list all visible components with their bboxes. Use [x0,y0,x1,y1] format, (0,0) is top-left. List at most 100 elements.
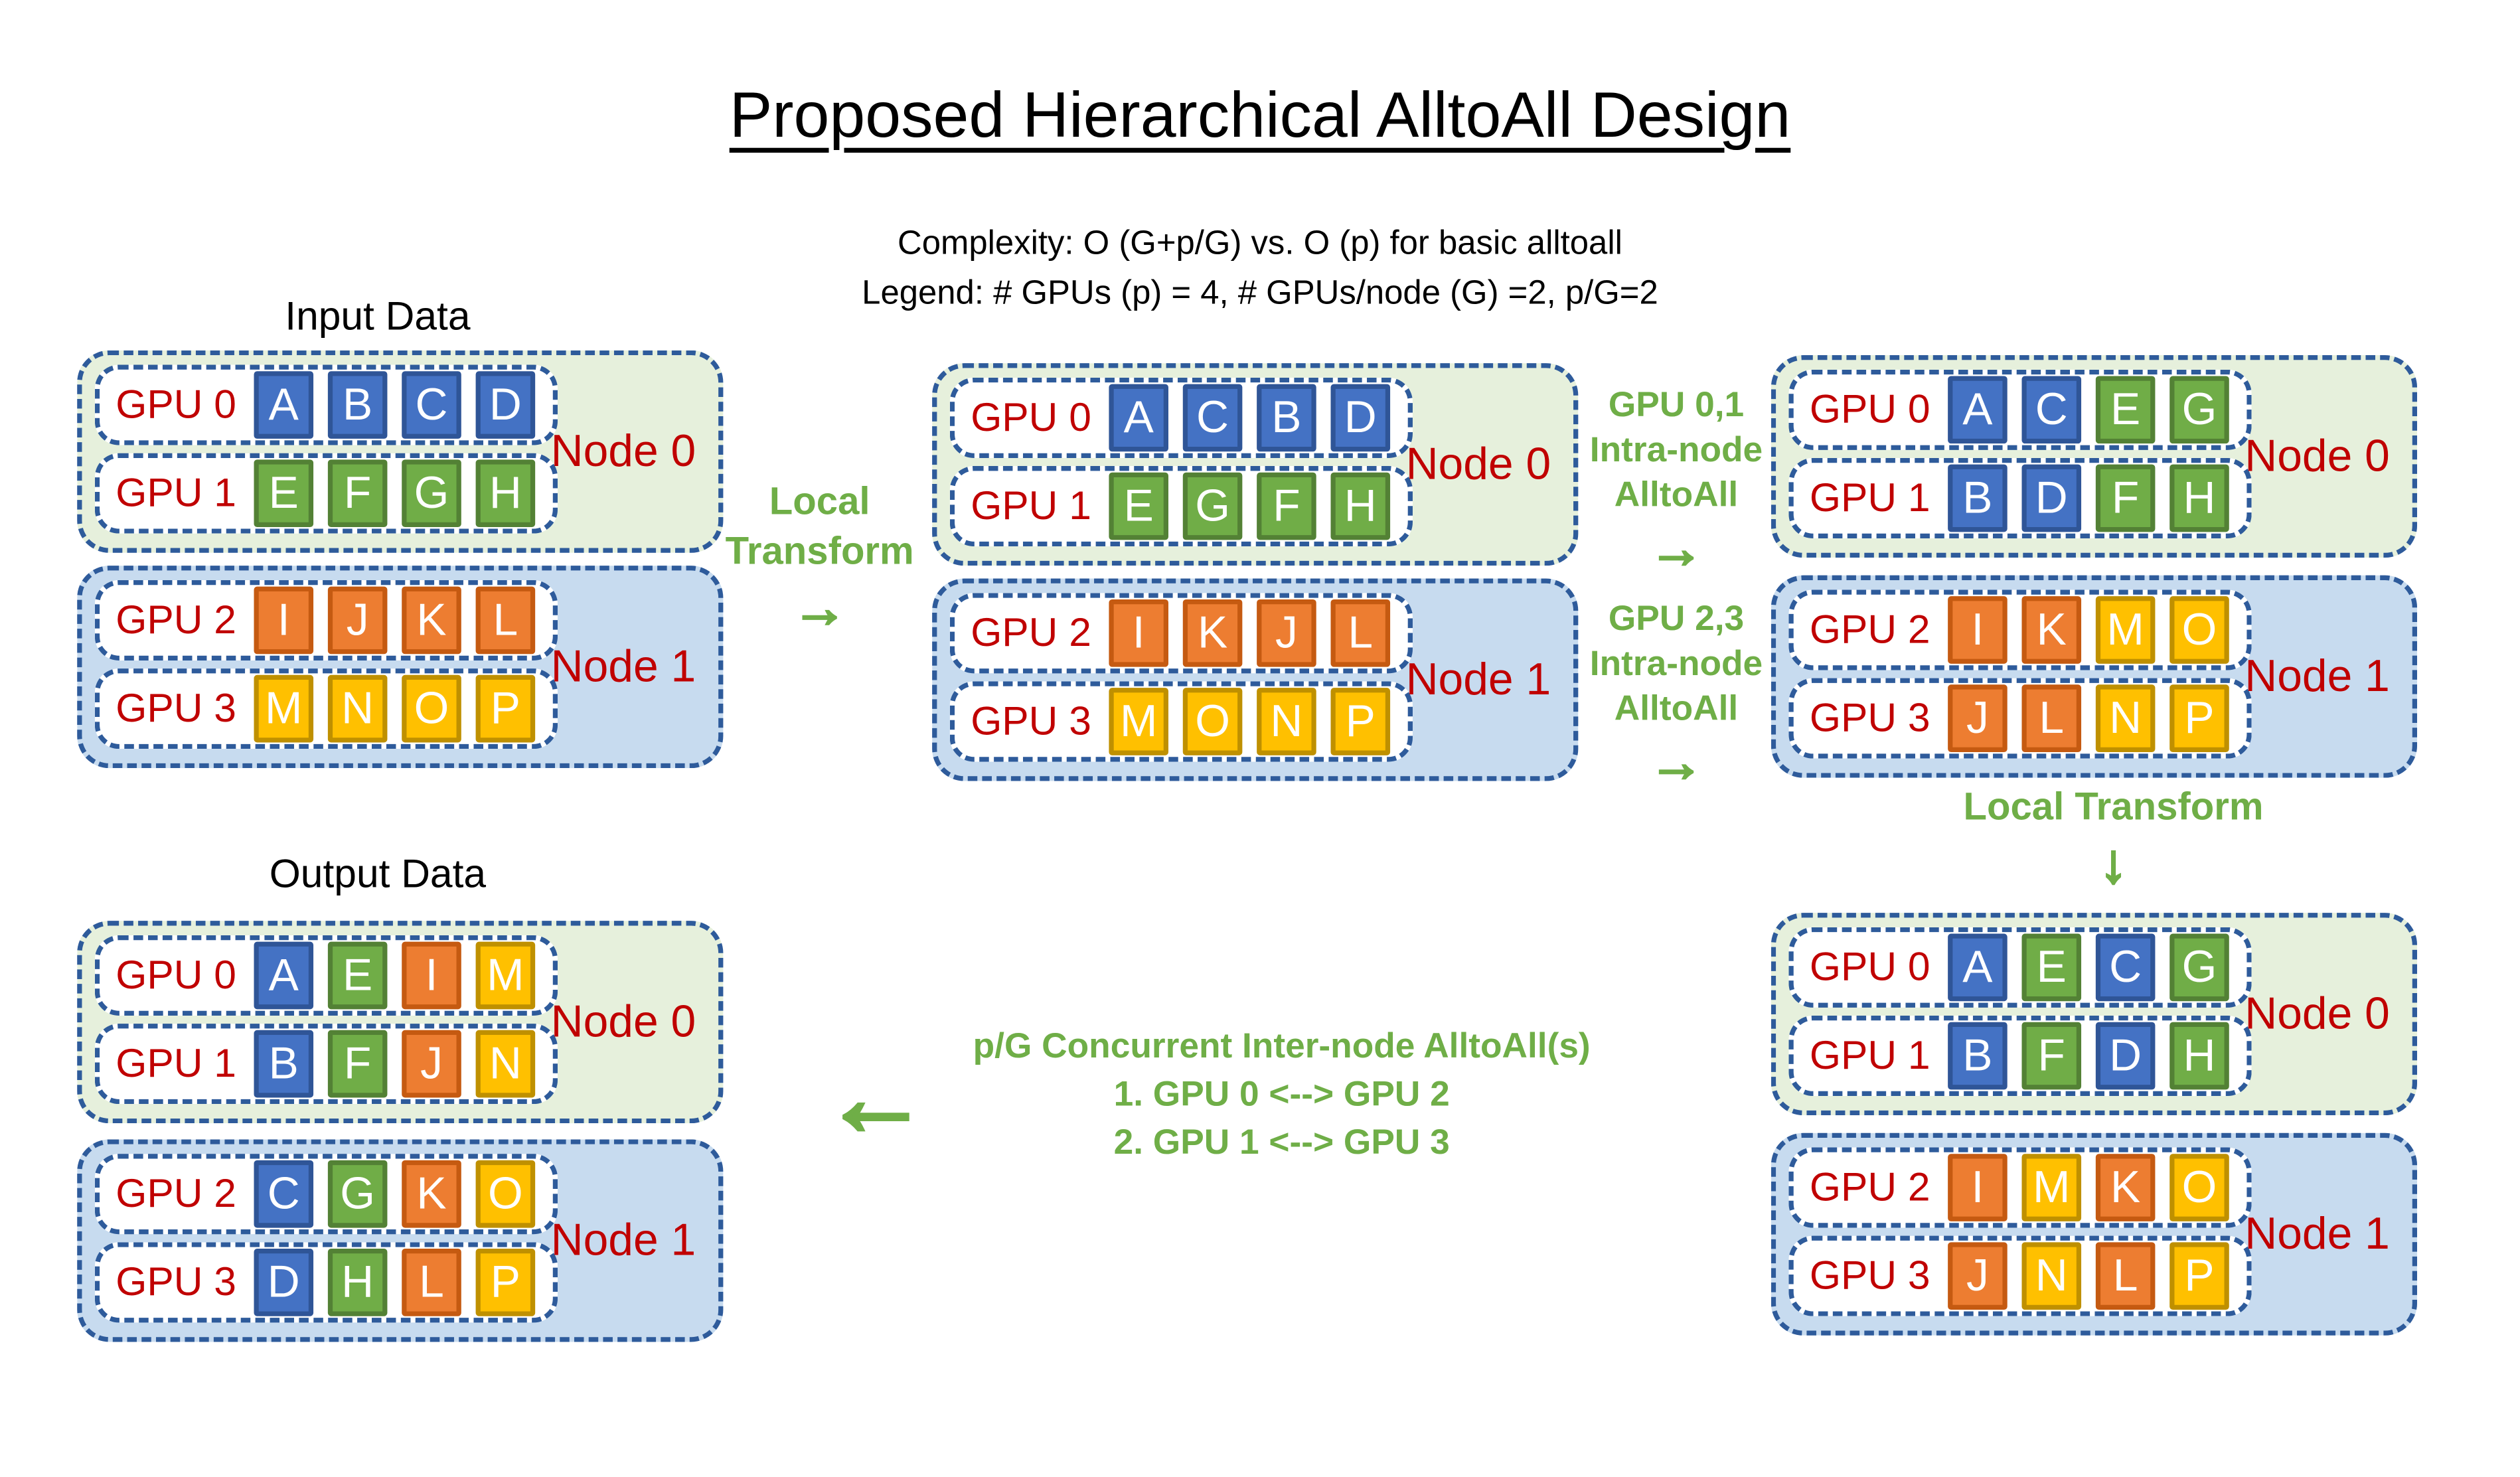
data-cell-h: H [1330,472,1391,540]
node-label: Node 1 [2244,1208,2390,1259]
node-label: Node 0 [1405,438,1551,489]
data-cell-i: I [254,586,314,655]
data-cell-c: C [1182,384,1243,452]
data-cell-i: I [1109,599,1168,667]
annotation-line: Transform [725,530,914,574]
data-cell-d: D [475,371,536,439]
gpu-label: GPU 3 [971,698,1091,743]
annotation-line: p/G Concurrent Inter-node AlltoAll(s) [973,1025,1591,1066]
data-cell-n: N [1257,688,1316,755]
node-label: Node 1 [1405,654,1551,704]
data-cell-h: H [2169,464,2229,532]
data-cell-d: D [1330,384,1391,452]
input-data-title: Input Data [285,294,471,339]
data-cell-p: P [475,674,536,743]
gpu-label: GPU 2 [971,609,1091,655]
data-cell-g: G [402,459,461,528]
annotation-line: Local [769,480,870,524]
annotation-line: 2. GPU 1 <--> GPU 3 [1113,1121,1450,1162]
annotation-line: Local Transform [1963,785,2264,830]
node-label: Node 1 [550,641,696,691]
data-cell-p: P [1330,688,1391,755]
data-cell-a: A [1948,933,2008,1002]
gpu-label: GPU 0 [1809,386,1930,432]
annotation-line: Intra-node [1589,429,1763,469]
data-cell-l: L [2021,684,2082,752]
page-title: Proposed Hierarchical AlltoAll Design [729,80,1791,151]
left-arrow-icon: ← [821,1038,931,1158]
inter-node-annotation: p/G Concurrent Inter-node AlltoAll(s) 1.… [908,1022,1656,1167]
down-arrow-icon: ↓ [2098,833,2128,897]
data-cell-o: O [475,1160,536,1228]
data-cell-e: E [2021,933,2082,1002]
data-cell-d: D [254,1249,314,1316]
gpu-label: GPU 1 [1809,1032,1930,1078]
data-cell-m: M [254,674,314,743]
data-cell-l: L [475,586,536,655]
data-cell-e: E [327,941,388,1010]
gpu-label: GPU 2 [116,1170,236,1216]
complexity-line: Complexity: O (G+p/G) vs. O (p) for basi… [897,224,1622,262]
gpu-label: GPU 3 [116,1259,236,1304]
gpu-label: GPU 0 [116,952,236,998]
node-label: Node 0 [2244,430,2390,481]
data-cell-n: N [327,674,388,743]
data-cell-l: L [2095,1242,2156,1310]
gpu-label: GPU 2 [1809,606,1930,652]
data-cell-a: A [254,941,314,1010]
gpu-label: GPU 0 [1809,944,1930,990]
data-cell-g: G [327,1160,388,1228]
data-cell-k: K [1182,599,1243,667]
gpu-label: GPU 0 [971,394,1091,440]
intra-node-23-annotation: GPU 2,3 Intra-node AlltoAll → [1539,596,1813,795]
data-cell-e: E [2095,376,2156,444]
annotation-line: Intra-node [1589,643,1763,683]
data-cell-j: J [1948,1242,2008,1310]
data-cell-h: H [327,1249,388,1316]
gpu-label: GPU 1 [116,1040,236,1086]
data-cell-a: A [254,371,314,439]
data-cell-n: N [2095,684,2156,752]
data-cell-b: B [327,371,388,439]
data-cell-o: O [2169,1154,2229,1221]
data-cell-f: F [327,1030,388,1098]
data-cell-j: J [327,586,388,655]
data-cell-n: N [475,1030,536,1098]
data-cell-o: O [2169,596,2229,664]
gpu-label: GPU 1 [116,470,236,515]
gpu-label: GPU 3 [1809,695,1930,740]
data-cell-p: P [2169,1242,2229,1310]
data-cell-k: K [402,586,461,655]
data-cell-h: H [2169,1022,2229,1090]
annotation-line: AlltoAll [1614,474,1739,514]
annotation-line: GPU 0,1 [1608,384,1745,425]
